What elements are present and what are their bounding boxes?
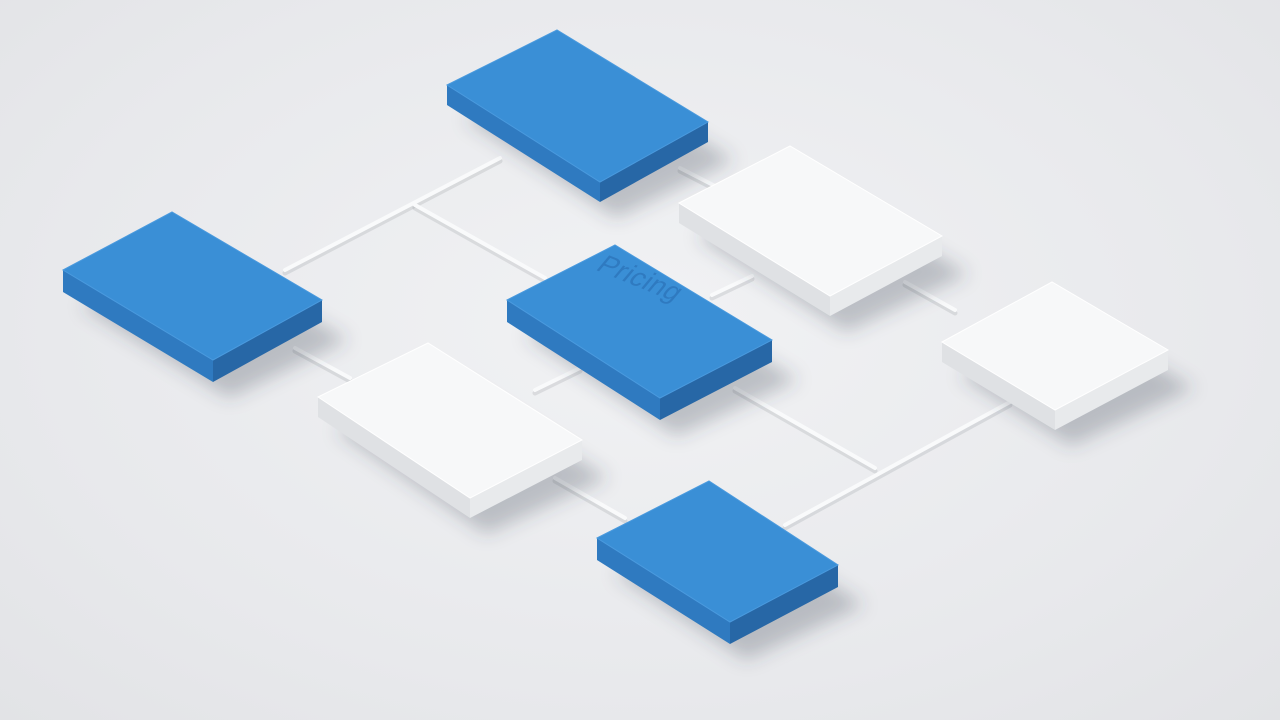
connector-homepage-center-shadow	[412, 205, 548, 284]
node-homepage-side-face	[600, 122, 708, 202]
node-homepage-front-face	[447, 85, 600, 202]
node-unlabeled-bottom-side-face	[730, 565, 838, 644]
node-features-front-face	[679, 203, 830, 316]
node-homepage-top-face	[445, 29, 709, 183]
connector-blog-bottom-shadow	[782, 402, 1013, 531]
connector-pricing-center-shadow	[532, 368, 583, 396]
node-features-side-face	[830, 236, 942, 316]
node-unlabeled-left-front-face	[63, 270, 213, 382]
node-unlabeled-bottom-top-face	[595, 480, 839, 623]
node-features: Features	[677, 145, 968, 332]
node-blog-side-face	[1055, 350, 1168, 430]
connector-homepage-center	[413, 203, 547, 280]
node-blog-front-face	[942, 342, 1055, 430]
connector-features-center-shadow	[709, 276, 755, 301]
connector-homepage-left	[283, 156, 502, 272]
node-unlabeled-left	[61, 211, 348, 398]
node-blog-top-face	[940, 281, 1170, 411]
node-unlabeled-left-side-face	[213, 300, 322, 382]
node-blog: Blog	[940, 281, 1194, 446]
node-unlabeled-center-front-face	[507, 300, 660, 420]
connector-pricing-center	[533, 366, 582, 392]
node-unlabeled-center-side-face	[660, 340, 772, 420]
node-unlabeled-bottom-front-face	[597, 538, 730, 644]
connector-features-center	[710, 274, 754, 297]
connector-center-right	[733, 386, 877, 470]
node-unlabeled-left-top-face	[61, 211, 324, 361]
node-unlabeled-center	[505, 244, 798, 436]
node-pricing: Pricing	[316, 250, 691, 534]
node-homepage: Homepage	[445, 29, 734, 218]
node-features-top-face	[677, 145, 944, 297]
node-cards: HomepageFeaturesBlog Pricing	[61, 29, 1194, 660]
connector-homepage-left-shadow	[282, 158, 503, 276]
node-pricing-front-face	[318, 397, 470, 518]
node-pricing-side-face	[470, 440, 582, 518]
node-pricing-top-face	[316, 342, 584, 499]
connector-blog-bottom	[783, 400, 1012, 527]
node-unlabeled-center-top-face	[505, 244, 774, 399]
connector-center-right-shadow	[732, 388, 878, 474]
node-unlabeled-bottom	[595, 480, 864, 660]
